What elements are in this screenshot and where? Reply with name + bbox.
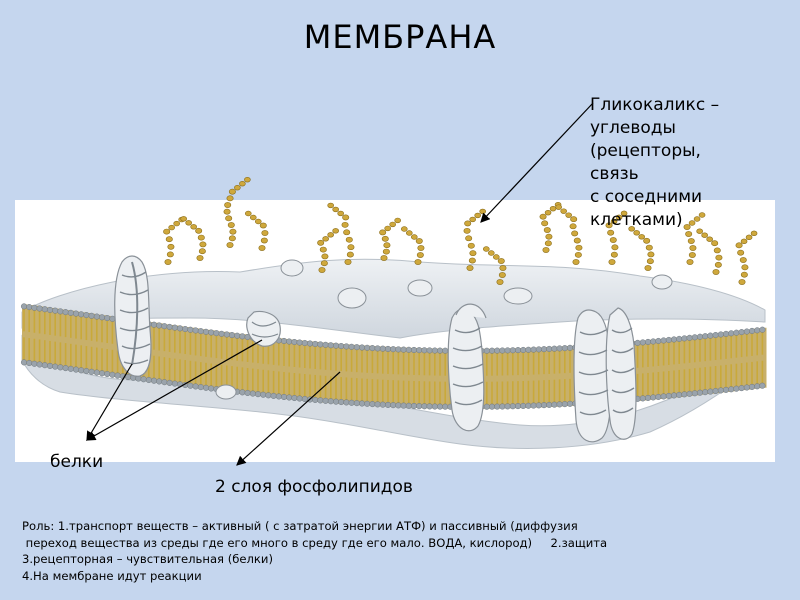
- peripheral-protein-small: [246, 310, 281, 347]
- glycocalyx-label-line: клетками): [590, 210, 683, 230]
- transmembrane-protein-middle: [447, 303, 487, 432]
- glycocalyx-label-line: Гликокаликс –: [590, 95, 720, 115]
- proteins-arrow-1: [86, 363, 133, 442]
- transmembrane-protein-right: [573, 307, 637, 443]
- membrane-roles-text: Роль: 1.транспорт веществ – активный ( с…: [22, 518, 782, 584]
- glycocalyx-label-line: с соседними: [590, 187, 703, 207]
- glycocalyx-label-line: (рецепторы,: [590, 141, 701, 161]
- transmembrane-protein-left: [114, 255, 152, 377]
- phospholipids-arrow: [236, 371, 341, 466]
- proteins-label: белки: [50, 452, 104, 472]
- roles-line: 3.рецепторная – чувствительная (белки): [22, 552, 273, 566]
- roles-line: Роль: 1.транспорт веществ – активный ( с…: [22, 519, 578, 533]
- glycocalyx-carbohydrates: [163, 176, 758, 285]
- slide-title: МЕМБРАНА: [303, 18, 497, 56]
- glycocalyx-label: Гликокаликс – углеводы (рецепторы, связь…: [590, 94, 790, 232]
- proteins-arrow-2: [85, 339, 263, 441]
- surface-protein-blobs: [215, 259, 673, 400]
- roles-line: 4.На мембране идут реакции: [22, 568, 202, 583]
- roles-line: переход вещества из среды где его много …: [22, 535, 608, 550]
- phospholipids-label: 2 слоя фосфолипидов: [215, 477, 413, 497]
- glycocalyx-arrow: [480, 102, 594, 223]
- glycocalyx-label-line: углеводы: [590, 118, 676, 138]
- glycocalyx-label-line: связь: [590, 164, 639, 184]
